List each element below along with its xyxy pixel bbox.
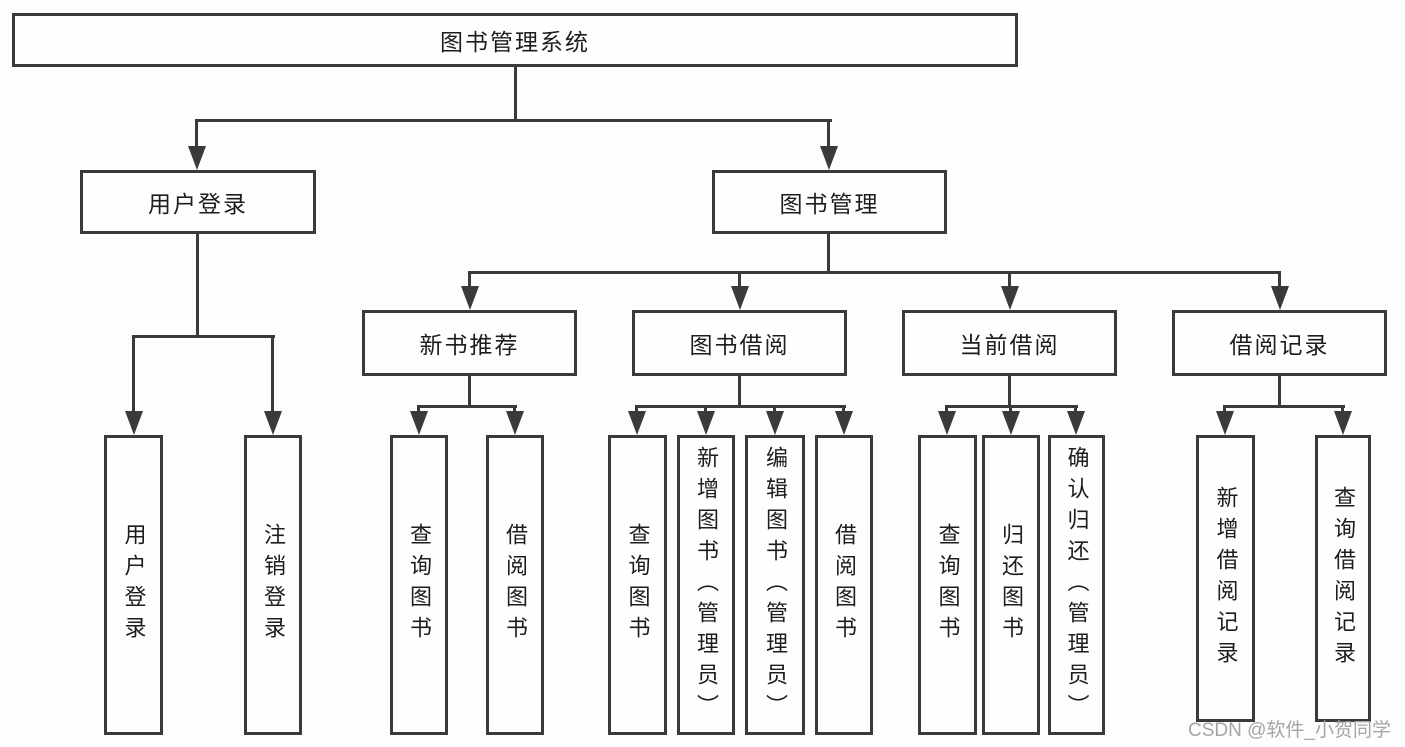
node-library-system: 图书管理系统 [12,13,1018,67]
connector-records-drop [1278,271,1281,289]
arrow-leaf-g5b [1334,411,1352,435]
leaf-user-login: 用户登录 [104,435,163,735]
connector-leaf-g4c-drop [1074,405,1077,413]
connector-recommend-drop [468,271,471,289]
leaf-query-books-current-label: 查询图书 [935,523,961,647]
connector-leaf-g3c-drop [773,405,776,413]
connector-leaf-g3b-drop [704,405,707,413]
connector-leaf-g2b-drop [513,405,516,413]
connector-user-login-drop [195,119,198,149]
connector-leaf-user-login-drop [132,335,135,413]
connector-group5-split [1223,405,1345,408]
leaf-add-books-admin: 新增图书（管理员） [677,435,735,735]
arrow-leaf-g4b [1002,411,1020,435]
connector-user-login-stem [196,234,199,335]
node-current-borrow: 当前借阅 [902,310,1117,376]
leaf-add-borrow-record: 新增借阅记录 [1196,435,1255,722]
arrow-leaf-logout [264,411,282,435]
connector-borrow-stem [738,376,741,405]
leaf-query-books-recommend-label: 查询图书 [407,523,432,647]
connector-leaf-g3d-drop [842,405,845,413]
arrow-book-mgmt [820,146,838,170]
node-book-management: 图书管理 [712,170,947,234]
arrow-leaf-g2b [506,411,524,435]
leaf-query-books-current: 查询图书 [918,435,977,735]
node-user-login-label: 用户登录 [148,191,248,217]
leaf-borrow-books-recommend-label: 借阅图书 [503,523,528,647]
csdn-watermark: CSDN @软件_小贺同学 [1188,720,1391,741]
leaf-return-books: 归还图书 [982,435,1040,735]
connector-leaf-g4a-drop [945,405,948,413]
leaf-return-books-label: 归还图书 [999,523,1024,647]
connector-leaf-g2a-drop [417,405,420,413]
node-new-book-recommend: 新书推荐 [362,310,577,376]
connector-book-mgmt-drop [827,119,830,149]
connector-root-stem [514,67,517,119]
connector-group2-split [417,405,517,408]
node-book-management-label: 图书管理 [779,191,880,217]
leaf-query-borrow-record-label: 查询借阅记录 [1331,485,1356,672]
leaf-borrow-books-borrow-label: 借阅图书 [832,523,857,647]
node-book-borrow-label: 图书借阅 [689,332,790,358]
arrow-current [1001,286,1019,310]
leaf-edit-books-admin: 编辑图书（管理员） [745,435,805,735]
node-new-book-recommend-label: 新书推荐 [419,332,520,358]
node-borrow-records: 借阅记录 [1172,310,1387,376]
connector-leaf-g3a-drop [635,405,638,413]
leaf-logout-login: 注销登录 [244,435,302,735]
leaf-borrow-books-borrow: 借阅图书 [815,435,873,735]
connector-level3-split [469,271,1281,274]
connector-leaf-g4b-drop [1009,405,1012,413]
arrow-leaf-g3c [766,411,784,435]
arrow-leaf-g4c [1067,411,1085,435]
connector-leaf-logout-drop [271,335,274,413]
node-user-login: 用户登录 [80,170,316,234]
leaf-query-books-borrow-label: 查询图书 [625,523,651,647]
node-book-borrow: 图书借阅 [632,310,847,376]
arrow-leaf-g3b [697,411,715,435]
arrow-borrow [731,286,749,310]
arrow-leaf-g2a [410,411,428,435]
connector-recommend-stem [468,376,471,405]
arrow-recommend [461,286,479,310]
leaf-add-books-admin-label: 新增图书（管理员） [694,445,719,725]
node-current-borrow-label: 当前借阅 [959,332,1060,358]
connector-book-mgmt-stem [827,234,830,271]
arrow-leaf-g5a [1216,411,1234,435]
connector-leaf-g5a-drop [1223,405,1226,413]
node-borrow-records-label: 借阅记录 [1229,332,1330,358]
connector-current-stem [1008,376,1011,405]
leaf-edit-books-admin-label: 编辑图书（管理员） [763,445,788,725]
arrow-records [1271,286,1289,310]
arrow-leaf-g4a [938,411,956,435]
leaf-add-borrow-record-label: 新增借阅记录 [1213,485,1239,672]
leaf-borrow-books-recommend: 借阅图书 [486,435,544,735]
connector-group3-split [635,405,846,408]
connector-records-stem [1278,376,1281,405]
arrow-leaf-user-login [125,411,143,435]
connector-leaf-g5b-drop [1341,405,1344,413]
arrow-leaf-g3a [628,411,646,435]
leaf-logout-login-label: 注销登录 [261,523,286,647]
leaf-confirm-return-admin-label: 确认归还（管理员） [1064,445,1090,725]
node-library-system-label: 图书管理系统 [440,29,590,55]
connector-borrow-drop [738,271,741,289]
leaf-confirm-return-admin: 确认归还（管理员） [1048,435,1105,735]
connector-current-drop [1008,271,1011,289]
leaf-user-login-label: 用户登录 [121,523,147,647]
connector-level2-split [196,119,832,122]
leaf-query-books-recommend: 查询图书 [390,435,448,735]
leaf-query-borrow-record: 查询借阅记录 [1315,435,1371,722]
leaf-query-books-borrow: 查询图书 [608,435,667,735]
arrow-user-login [188,146,206,170]
arrow-leaf-g3d [835,411,853,435]
connector-group1-split [133,335,275,338]
